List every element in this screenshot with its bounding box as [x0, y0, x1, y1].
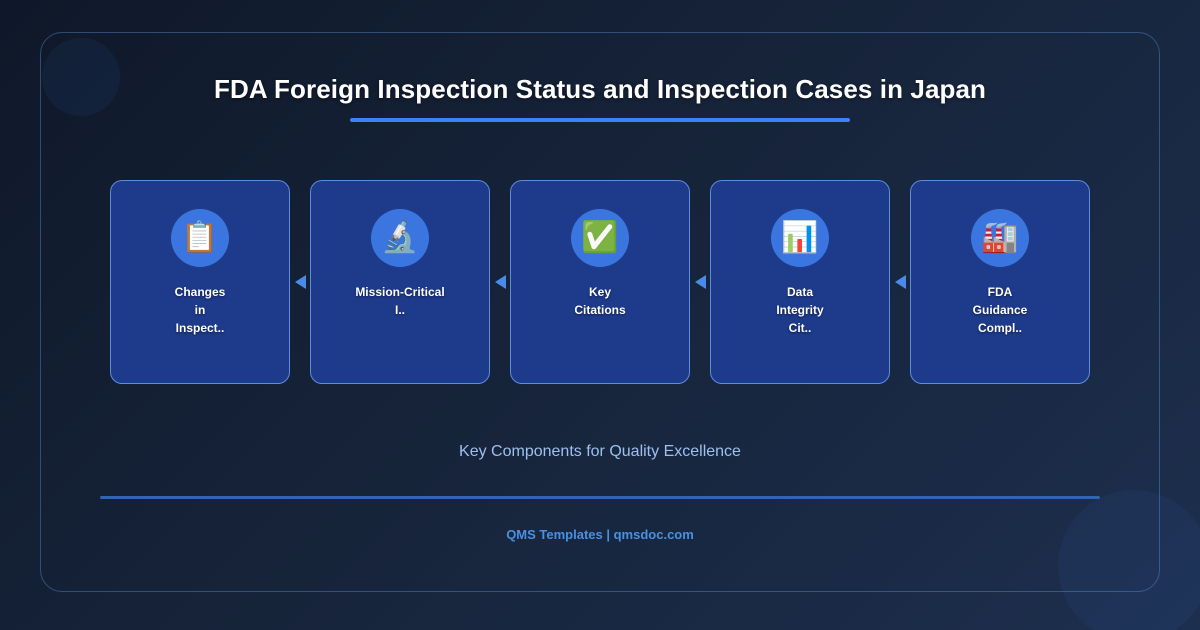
process-card-label: Key Citations — [574, 285, 626, 317]
process-card[interactable]: 📋 Changes in Inspect.. — [110, 180, 290, 384]
microscope-icon: 🔬 — [371, 209, 429, 267]
process-card-label: Data Integrity Cit.. — [776, 285, 824, 335]
process-card-label: FDA Guidance Compl.. — [972, 285, 1028, 335]
subtitle: Key Components for Quality Excellence — [459, 443, 741, 460]
process-card-label: Changes in Inspect.. — [174, 285, 226, 335]
connector-arrow-4 — [890, 180, 910, 384]
arrow-left-icon — [694, 275, 706, 289]
title-underline — [350, 118, 850, 122]
process-card-label: Mission-Critical I.. — [355, 285, 445, 317]
arrow-left-icon — [294, 275, 306, 289]
process-card[interactable]: ✅ Key Citations — [510, 180, 690, 384]
connector-arrow-2 — [490, 180, 510, 384]
connector-arrow-3 — [690, 180, 710, 384]
process-card[interactable]: 📊 Data Integrity Cit.. — [710, 180, 890, 384]
connector-arrow-1 — [290, 180, 310, 384]
process-card[interactable]: 🏭 FDA Guidance Compl.. — [910, 180, 1090, 384]
arrow-left-icon — [894, 275, 906, 289]
process-card-row: 📋 Changes in Inspect.. 🔬 Mission-Critical I… — [40, 180, 1160, 384]
arrow-left-icon — [494, 275, 506, 289]
check-mark-icon: ✅ — [571, 209, 629, 267]
page-title: FDA Foreign Inspection Status and Inspec… — [213, 74, 987, 104]
footer-divider — [100, 496, 1100, 499]
bar-chart-icon: 📊 — [771, 209, 829, 267]
clipboard-icon: 📋 — [171, 209, 229, 267]
slide-content: FDA Foreign Inspection Status and Inspec… — [40, 32, 1160, 592]
footer-branding: QMS Templates | qmsdoc.com — [506, 527, 694, 542]
factory-icon: 🏭 — [971, 209, 1029, 267]
process-card[interactable]: 🔬 Mission-Critical I.. — [310, 180, 490, 384]
